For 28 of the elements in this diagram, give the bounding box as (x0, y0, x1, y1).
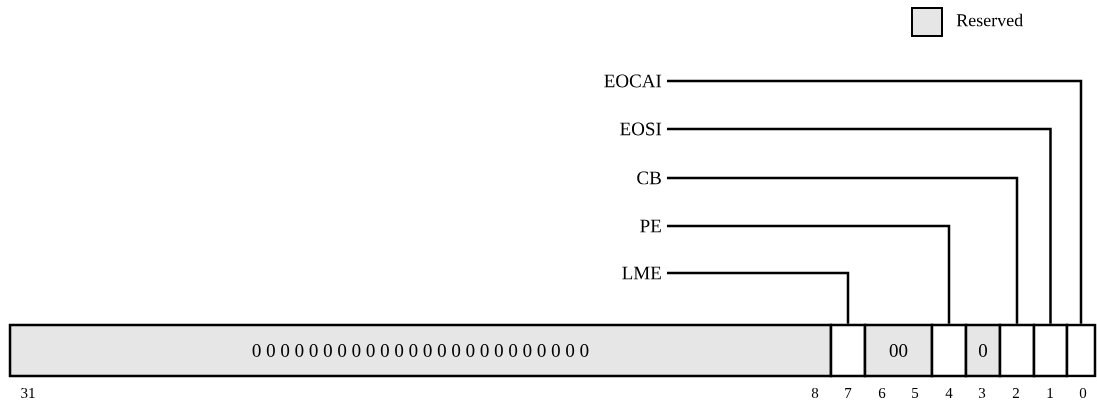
bit-number: 5 (912, 388, 919, 398)
legend-label: Reserved (956, 13, 1023, 27)
bit-field (998, 323, 1036, 378)
bit-number: 7 (845, 388, 852, 398)
bit-number: 1 (1047, 388, 1053, 398)
leader-line (667, 176, 1019, 324)
bit-field (930, 323, 968, 378)
leader-line (667, 127, 1052, 324)
bit-number: 0 (1079, 387, 1087, 399)
leader-line (667, 271, 850, 324)
bit-number: 6 (878, 387, 886, 398)
bit-number: 8 (811, 387, 819, 399)
bit-number: 4 (945, 388, 953, 398)
bit-field (829, 323, 867, 378)
leader-line (667, 224, 951, 324)
bit-field (1032, 323, 1069, 378)
bit-number: 2 (1012, 388, 1019, 398)
field-name: LME (622, 266, 661, 280)
bit-field (1065, 323, 1097, 378)
field-name: EOCAI (604, 74, 662, 88)
reserved-field: 0 (964, 323, 1002, 378)
bit-number: 3 (978, 387, 986, 398)
field-name: EOSI (620, 122, 662, 136)
field-name: PE (640, 219, 661, 233)
leader-line (667, 79, 1083, 324)
reserved-field: 00 (863, 323, 934, 378)
reserved-field: 0 0 0 0 0 0 0 0 0 0 0 0 0 0 0 0 0 0 0 0 0 0 0 0 (8, 323, 833, 378)
field-name: CB (637, 171, 661, 185)
